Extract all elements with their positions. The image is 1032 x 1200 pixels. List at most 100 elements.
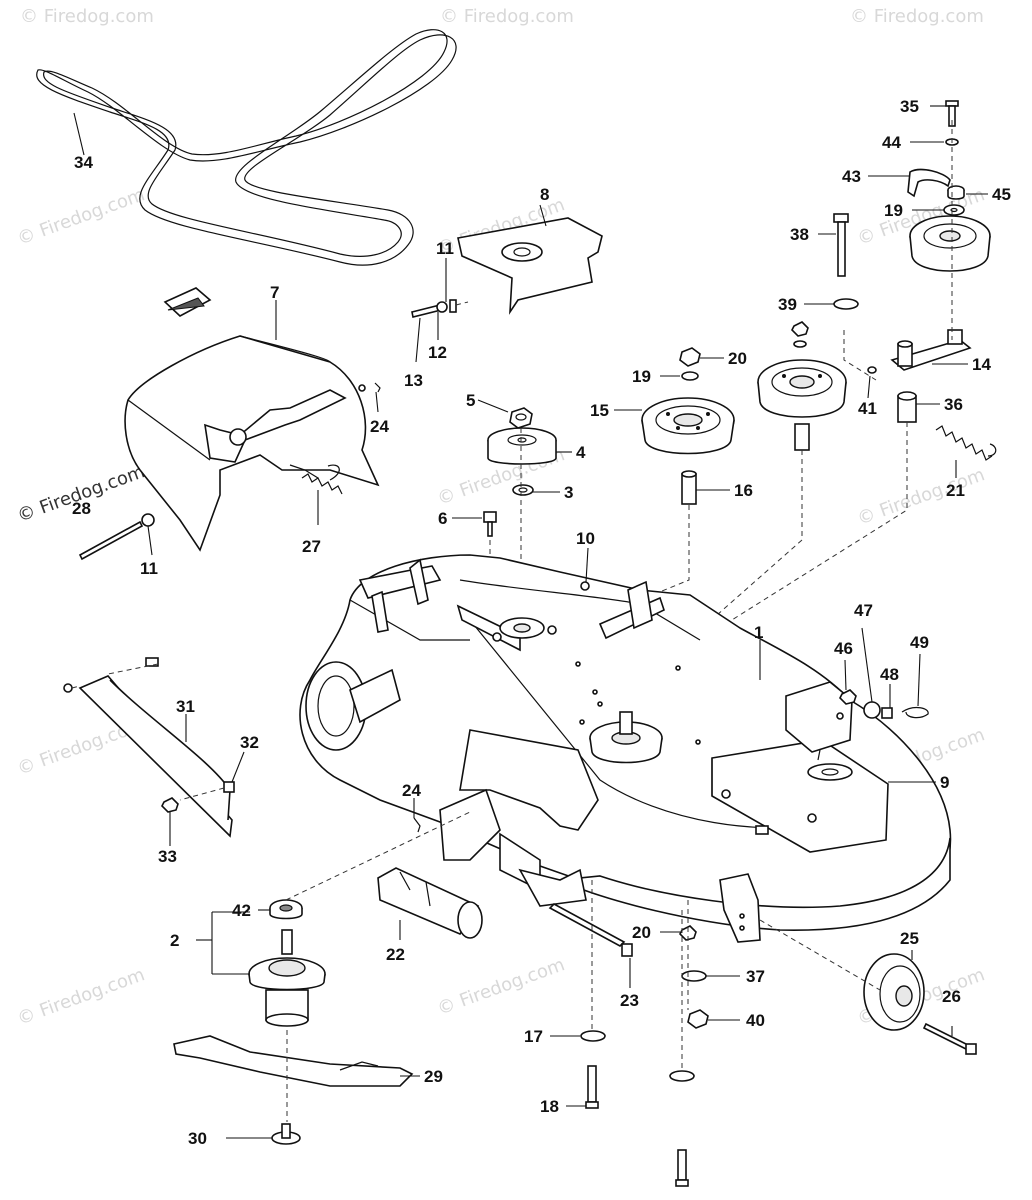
nut-20b [660,925,697,941]
callout-24: 24 [370,417,389,436]
wheel-25 [863,950,925,1031]
bracket-14 [890,329,972,371]
callout-27: 27 [302,537,321,556]
nut-46 [839,659,857,705]
callout-41: 41 [858,399,877,418]
spring-21 [935,425,997,478]
triangle-logo [167,297,205,311]
washer-17 [550,1030,606,1042]
belt-cover-8 [457,204,603,315]
idler-pulley-center-right [757,359,847,418]
discharge-chute-7 [124,287,380,552]
callout-44: 44 [882,133,901,152]
watermark: © Firedog.com [850,6,984,27]
nut-small [791,321,809,348]
callout-45: 45 [992,185,1011,204]
callout-3: 3 [564,483,573,502]
washer-39 [804,298,859,310]
callout-21: 21 [946,481,965,500]
watermark: © Firedog.com [435,954,568,1020]
callout-24: 24 [402,781,421,800]
bolt-26 [922,1022,977,1055]
watermark: © Firedog.com [20,6,154,27]
bolt-6 [452,511,497,680]
bolt-18 [566,1065,599,1109]
callout-25: 25 [900,929,919,948]
roller-22 [377,867,483,940]
pulley-4 [487,427,572,465]
callout-23: 23 [620,991,639,1010]
washer-19b [912,204,965,216]
callout-28: 28 [72,499,91,518]
centerline-bearing [285,811,471,901]
callout-12: 12 [428,343,447,362]
washer-19a [660,371,699,381]
front-wheel-left [305,661,401,751]
centerline-wheel [759,919,881,991]
nut-10 [580,547,590,591]
callout-9: 9 [940,773,949,792]
spacer-center-right [699,423,810,631]
bolt-32 [179,751,245,801]
washer-3 [512,484,560,496]
spacer-16 [639,470,730,601]
callout-7: 7 [270,283,279,302]
callout-22: 22 [386,945,405,964]
washer-37 [681,970,740,982]
callout-14: 14 [972,355,991,374]
nut-5 [477,399,533,429]
callout-31: 31 [176,697,195,716]
idler-pulley-15 [614,397,735,455]
callout-13: 13 [404,371,423,390]
idler-arm-43 [868,168,951,198]
callout-18: 18 [540,1097,559,1116]
callout-11: 11 [140,559,158,578]
callout-10: 10 [576,529,595,548]
callout-20: 20 [632,923,651,942]
callout-5: 5 [466,391,475,410]
belt-cover-9 [711,739,936,853]
callout-36: 36 [944,395,963,414]
callout-15: 15 [590,401,609,420]
bolt-30 [226,1123,301,1145]
callout-1: 1 [754,623,763,642]
blade-29 [173,1035,420,1087]
bolt-48 [881,684,893,719]
callout-6: 6 [438,509,447,528]
bolt-35 [930,100,959,127]
callout-26: 26 [942,987,961,1006]
spindle-assembly-2 [196,911,326,1027]
spring-27 [289,464,343,525]
watermark: © Firedog.com [15,964,148,1030]
callout-19: 19 [632,367,651,386]
watermark: © Firedog.com [440,6,574,27]
callout-33: 33 [158,847,177,866]
callout-20: 20 [728,349,747,368]
callout-43: 43 [842,167,861,186]
pin-24b [413,798,421,833]
bolt-38 [818,213,849,277]
callout-30: 30 [188,1129,207,1148]
bracket-front-right [719,873,761,943]
deck-spindle-pulley [589,711,663,764]
callout-17: 17 [524,1027,543,1046]
callout-16: 16 [734,481,753,500]
nut-33 [161,797,179,846]
nut-20a [679,347,724,367]
watermark: © Firedog.com [855,464,988,530]
callout-8: 8 [540,185,549,204]
callout-32: 32 [240,733,259,752]
watermark: © Firedog.com [15,184,148,250]
spacer-36 [699,391,940,641]
callout-38: 38 [790,225,809,244]
callout-46: 46 [834,639,853,658]
clip-49 [901,653,929,719]
bearing-42 [258,899,303,920]
deck-bracket-left [439,729,599,907]
callout-48: 48 [880,665,899,684]
nut-40 [687,1009,740,1029]
callout-29: 29 [424,1067,443,1086]
callout-4: 4 [576,443,586,462]
washer-lower-right [669,1070,695,1187]
